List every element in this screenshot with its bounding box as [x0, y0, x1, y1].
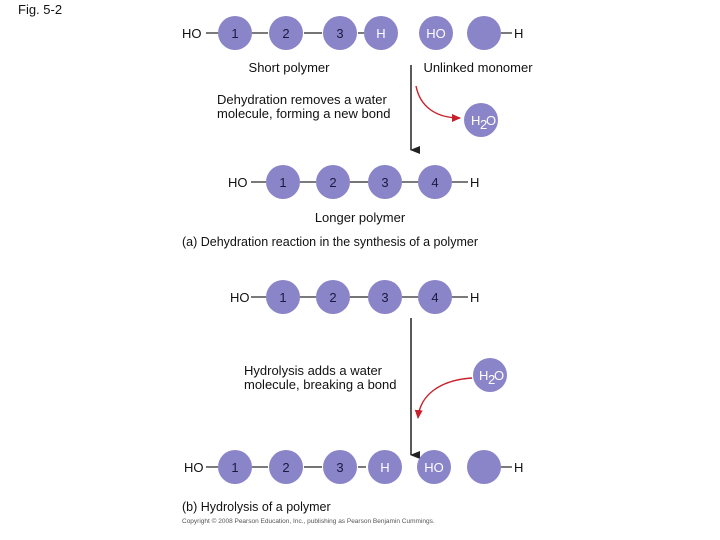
panel-b-caption: (b) Hydrolysis of a polymer — [182, 500, 331, 514]
dehydration-text-line-2: molecule, forming a new bond — [217, 106, 390, 121]
water-o: O — [486, 113, 496, 128]
monomer-circle — [418, 165, 452, 199]
result-polymer: HO 1 2 3 H — [184, 450, 402, 484]
monomer-circle — [323, 16, 357, 50]
water-o: O — [494, 368, 504, 383]
hydrogen-label: H — [514, 460, 523, 475]
panel-a: HO 1 2 3 H Short polymer HO H Unlinked m… — [182, 16, 533, 249]
monomer-circle — [323, 450, 357, 484]
monomer-circle — [368, 165, 402, 199]
monomer-circle — [266, 165, 300, 199]
hydroxyl-label: HO — [426, 26, 446, 41]
hydrogen-label: H — [470, 175, 479, 190]
monomer-number: 1 — [279, 290, 286, 305]
hydroxyl-label: HO — [182, 26, 202, 41]
monomer-circle — [368, 280, 402, 314]
water-h: H — [479, 368, 488, 383]
monomer-circle — [418, 280, 452, 314]
water-uptake-arrow — [414, 377, 473, 419]
hydrogen-label: H — [470, 290, 479, 305]
monomer-number: 2 — [282, 26, 289, 41]
hydrolysis-text-line-2: molecule, breaking a bond — [244, 377, 397, 392]
starting-polymer: HO 1 2 3 4 H — [230, 280, 479, 314]
panel-a-caption: (a) Dehydration reaction in the synthesi… — [182, 235, 478, 249]
hydrogen-label: H — [380, 460, 389, 475]
hydroxyl-label: HO — [230, 290, 250, 305]
unlinked-monomer: HO H Unlinked monomer — [419, 16, 533, 75]
monomer-circle — [467, 16, 501, 50]
hydrogen-circle — [368, 450, 402, 484]
panel-b: HO 1 2 3 4 H Hydrolysis adds a water mol… — [182, 280, 523, 514]
monomer-number: 4 — [431, 290, 438, 305]
copyright-notice: Copyright © 2008 Pearson Education, Inc.… — [182, 517, 435, 525]
monomer-number: 3 — [336, 26, 343, 41]
hydroxyl-circle — [419, 16, 453, 50]
short-polymer-label: Short polymer — [249, 60, 331, 75]
monomer-circle — [467, 450, 501, 484]
monomer-number: 1 — [279, 175, 286, 190]
monomer-number: 1 — [231, 26, 238, 41]
water-subscript: 2 — [488, 372, 495, 387]
monomer-circle — [218, 16, 252, 50]
unlinked-monomer-label: Unlinked monomer — [423, 60, 533, 75]
hydroxyl-circle — [417, 450, 451, 484]
figure-label: Fig. 5-2 — [18, 2, 62, 17]
monomer-number: 3 — [336, 460, 343, 475]
hydroxyl-label: HO — [424, 460, 444, 475]
monomer-circle — [269, 16, 303, 50]
short-polymer: HO 1 2 3 H Short polymer — [182, 16, 398, 75]
monomer-circle — [266, 280, 300, 314]
water-circle — [464, 103, 498, 137]
hydrolysis-text-line-1: Hydrolysis adds a water — [244, 363, 383, 378]
water-molecule: H 2 O — [473, 358, 507, 392]
monomer-number: 2 — [329, 175, 336, 190]
dehydration-text-line-1: Dehydration removes a water — [217, 92, 387, 107]
monomer-number: 4 — [431, 175, 438, 190]
water-h: H — [471, 113, 480, 128]
monomer-number: 3 — [381, 290, 388, 305]
hydroxyl-label: HO — [184, 460, 204, 475]
water-circle — [473, 358, 507, 392]
hydrogen-circle — [364, 16, 398, 50]
monomer-number: 2 — [329, 290, 336, 305]
hydrogen-label: H — [376, 26, 385, 41]
monomer-circle — [269, 450, 303, 484]
monomer-circle — [316, 165, 350, 199]
released-monomer: HO H — [417, 450, 523, 484]
monomer-circle — [316, 280, 350, 314]
monomer-number: 1 — [231, 460, 238, 475]
longer-polymer-label: Longer polymer — [315, 210, 406, 225]
hydrogen-label: H — [514, 26, 523, 41]
monomer-number: 3 — [381, 175, 388, 190]
hydroxyl-label: HO — [228, 175, 248, 190]
longer-polymer: HO 1 2 3 4 H Longer polymer — [228, 165, 479, 225]
water-molecule: H 2 O — [464, 103, 498, 137]
water-subscript: 2 — [480, 117, 487, 132]
water-release-arrow — [415, 85, 461, 122]
monomer-number: 2 — [282, 460, 289, 475]
monomer-circle — [218, 450, 252, 484]
